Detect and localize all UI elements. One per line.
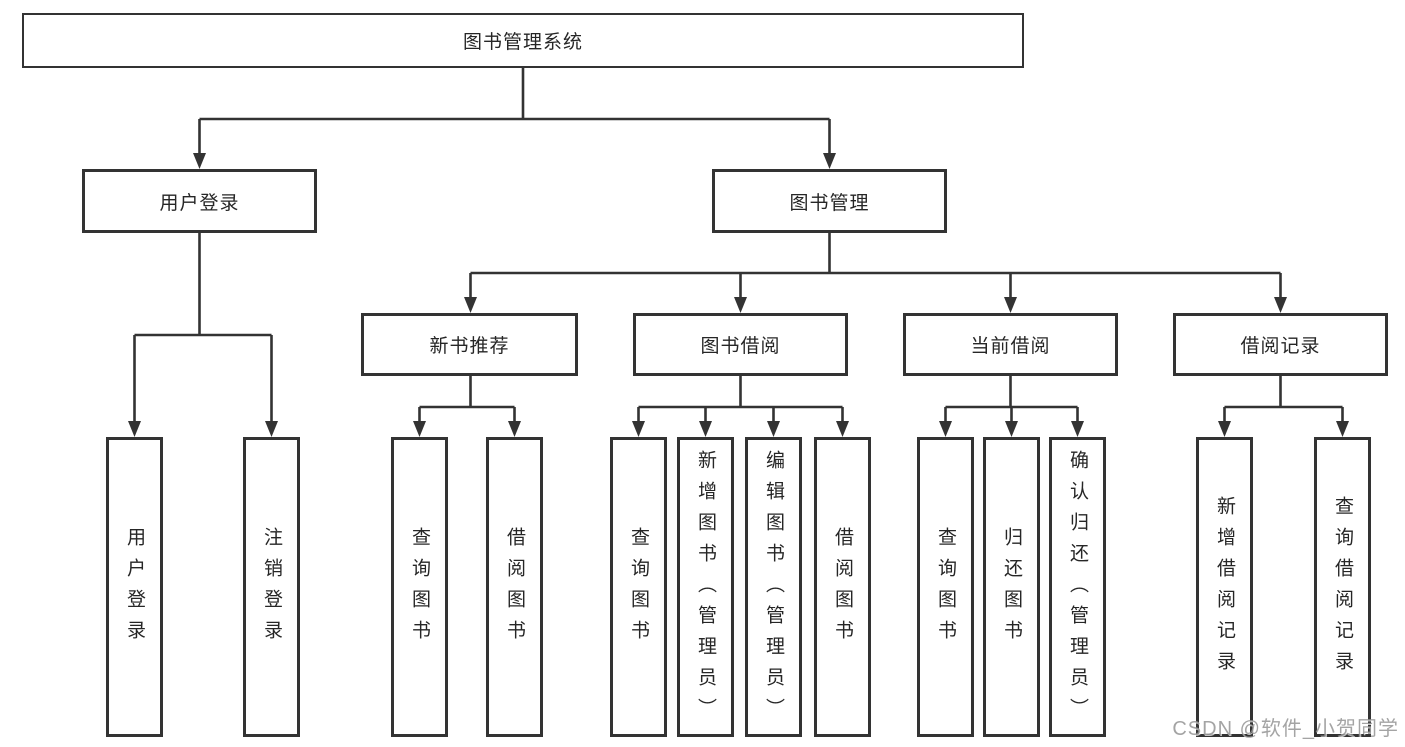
connector-new-books — [418, 376, 516, 424]
connector-current-borrow — [944, 376, 1079, 424]
leaf-edit-books-admin: 编辑图书（管理员） — [745, 437, 802, 737]
connector-book-borrow — [637, 376, 844, 424]
leaf-user-login: 用户登录 — [106, 437, 163, 737]
connector-book-mgmt — [469, 233, 1282, 300]
leaf-query-books-current: 查询图书 — [917, 437, 974, 737]
node-current-borrowing: 当前借阅 — [903, 313, 1118, 376]
leaf-query-books-recommend: 查询图书 — [391, 437, 448, 737]
connector-borrow-records — [1223, 376, 1344, 424]
connector-root — [198, 68, 831, 156]
node-new-book-recommend: 新书推荐 — [361, 313, 578, 376]
leaf-borrow-books-recommend: 借阅图书 — [486, 437, 543, 737]
leaf-return-books: 归还图书 — [983, 437, 1040, 737]
node-system-root: 图书管理系统 — [22, 13, 1024, 68]
connector-user-login — [133, 233, 273, 424]
leaf-query-books-borrowing: 查询图书 — [610, 437, 667, 737]
leaf-query-borrow-record: 查询借阅记录 — [1314, 437, 1371, 737]
arrowhead-icons — [128, 153, 1349, 437]
node-book-management: 图书管理 — [712, 169, 947, 233]
leaf-add-books-admin: 新增图书（管理员） — [677, 437, 734, 737]
leaf-confirm-return-admin: 确认归还（管理员） — [1049, 437, 1106, 737]
node-user-login: 用户登录 — [82, 169, 317, 233]
node-borrowing-records: 借阅记录 — [1173, 313, 1388, 376]
leaf-logout: 注销登录 — [243, 437, 300, 737]
leaf-borrow-books: 借阅图书 — [814, 437, 871, 737]
node-book-borrowing: 图书借阅 — [633, 313, 848, 376]
leaf-add-borrow-record: 新增借阅记录 — [1196, 437, 1253, 737]
